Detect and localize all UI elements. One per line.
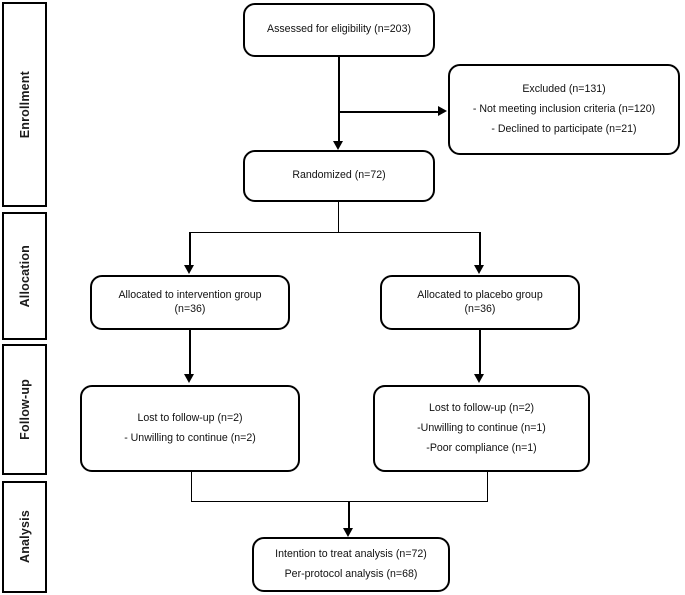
- node-line: (n=36): [464, 303, 496, 315]
- arrowhead-intervention: [184, 265, 194, 274]
- node-line: - Not meeting inclusion criteria (n=120): [472, 102, 656, 115]
- arrowhead-analysis: [343, 528, 353, 537]
- phase-label-follow-up: Follow-up: [17, 379, 32, 440]
- node-line: Intention to treat analysis (n=72): [275, 547, 427, 560]
- node-assessed-for-eligibility: Assessed for eligibility (n=203): [243, 3, 435, 57]
- node-line: -Unwilling to continue (n=1): [417, 421, 546, 434]
- phase-label-analysis: Analysis: [17, 510, 32, 564]
- node-line: Allocated to intervention group: [118, 288, 262, 301]
- connector-to-intervention: [189, 232, 191, 266]
- connector-merge-right-stem: [487, 472, 488, 502]
- node-line: (n=36): [174, 303, 206, 315]
- arrowhead-lost-intervention: [184, 374, 194, 383]
- arrowhead-placebo: [474, 265, 484, 274]
- node-analysis: Intention to treat analysis (n=72) Per-p…: [252, 537, 450, 592]
- node-line: - Declined to participate (n=21): [491, 123, 637, 136]
- node-line: Assessed for eligibility (n=203): [267, 23, 411, 36]
- arrowhead-randomized: [333, 141, 343, 150]
- connector-merge-left-stem: [191, 472, 192, 502]
- node-randomized: Randomized (n=72): [243, 150, 435, 202]
- node-allocated-placebo: Allocated to placebo group (n=36): [380, 275, 580, 330]
- phase-box-allocation: Allocation: [2, 212, 47, 340]
- node-line: Excluded (n=131): [522, 82, 606, 95]
- arrowhead-excluded: [438, 106, 447, 116]
- phase-label-allocation: Allocation: [17, 244, 32, 308]
- connector-to-excluded: [338, 111, 438, 113]
- connector-to-placebo: [479, 232, 481, 266]
- connector-placebo-to-lost: [479, 330, 481, 375]
- phase-box-follow-up: Follow-up: [2, 344, 47, 475]
- phase-box-analysis: Analysis: [2, 481, 47, 593]
- node-line: - Unwilling to continue (n=2): [124, 432, 256, 444]
- node-line: Randomized (n=72): [292, 169, 386, 182]
- node-excluded: Excluded (n=131) - Not meeting inclusion…: [448, 64, 680, 155]
- connector-allocation-split-bar: [190, 232, 481, 233]
- node-line: Allocated to placebo group: [417, 288, 543, 301]
- phase-box-enrollment: Enrollment: [2, 2, 47, 207]
- node-line: Per-protocol analysis (n=68): [284, 568, 418, 580]
- connector-merge-bar: [191, 501, 488, 502]
- node-line: -Poor compliance (n=1): [426, 442, 537, 455]
- node-lost-to-follow-up-intervention: Lost to follow-up (n=2) - Unwilling to c…: [80, 385, 300, 472]
- connector-randomized-stem: [338, 202, 339, 233]
- connector-merge-to-analysis: [348, 501, 350, 529]
- phase-label-enrollment: Enrollment: [17, 70, 32, 139]
- arrowhead-lost-placebo: [474, 374, 484, 383]
- node-allocated-intervention: Allocated to intervention group (n=36): [90, 275, 290, 330]
- node-line: Lost to follow-up (n=2): [428, 401, 535, 414]
- node-lost-to-follow-up-placebo: Lost to follow-up (n=2) -Unwilling to co…: [373, 385, 590, 472]
- node-line: Lost to follow-up (n=2): [137, 411, 243, 424]
- connector-assessed-to-randomized: [338, 57, 340, 142]
- connector-intervention-to-lost: [189, 330, 191, 375]
